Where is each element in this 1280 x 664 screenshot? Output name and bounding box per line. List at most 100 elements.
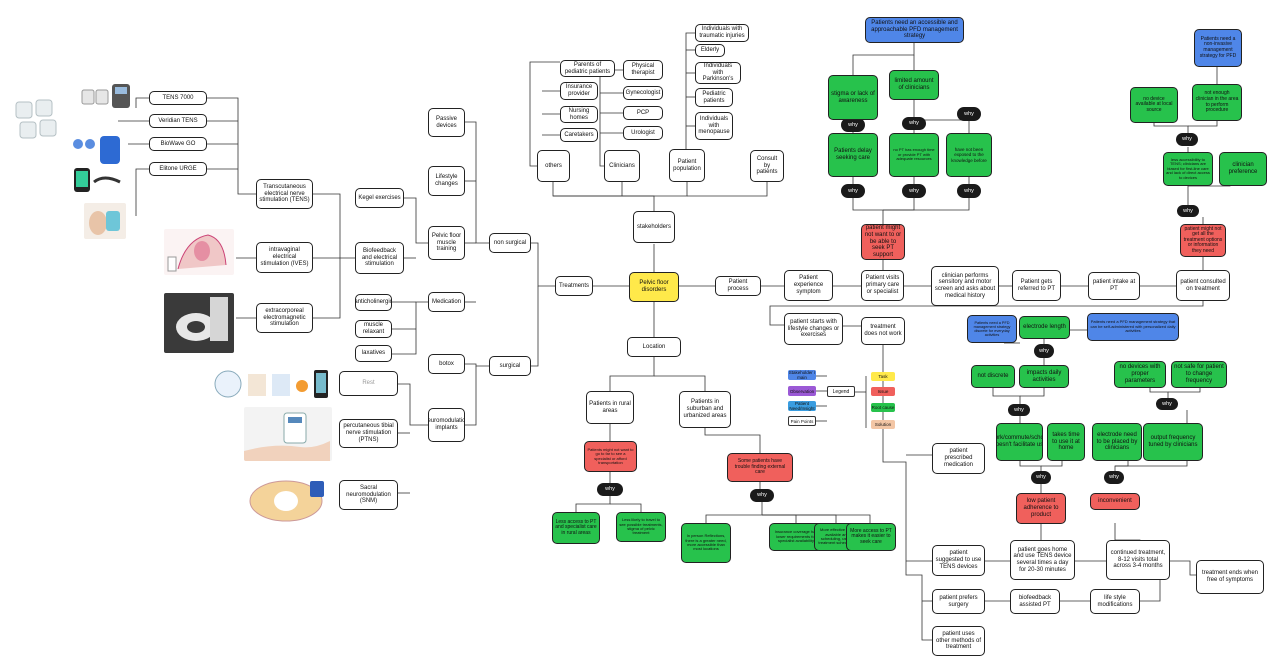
time-root-cause[interactable]: takes time to use it at home	[1047, 423, 1085, 461]
process-lifemod[interactable]: life style modifications	[1090, 589, 1140, 614]
process-home-tens[interactable]: patient goes home and use TENS device se…	[1010, 540, 1075, 580]
ptns-node[interactable]: percutaneous tibial nerve stimulation (P…	[339, 419, 398, 448]
clinician-item[interactable]: Physical therapist	[623, 60, 663, 80]
clinician-item[interactable]: Gynecologist	[623, 86, 663, 100]
suburban-root-cause[interactable]: In person Reflections, there is a greate…	[681, 523, 731, 563]
notexposed-root-cause[interactable]: have not been exposed to the knowledge b…	[946, 133, 992, 177]
suburban-issue[interactable]: Some patients have trouble finding exter…	[727, 453, 793, 482]
clinician-item[interactable]: Urologist	[623, 126, 663, 140]
location-suburban[interactable]: Patients in suburban and urbanized areas	[679, 391, 731, 428]
low-adherence-issue[interactable]: low patient adherence to product	[1016, 493, 1066, 524]
why-badge: why	[1034, 344, 1054, 358]
need-accessible[interactable]: Patients need an accessible and approach…	[865, 17, 964, 43]
process-notwork[interactable]: treatment does not work	[861, 317, 905, 345]
delay-root-cause[interactable]: Patients delay seeking care	[828, 133, 878, 177]
pt-support-issue[interactable]: patient might not want to or be able to …	[861, 224, 905, 260]
location-node[interactable]: Location	[627, 337, 681, 357]
process-prescribed[interactable]: patient prescribed medication	[932, 443, 985, 474]
stakeholder-population[interactable]: Patient population	[669, 149, 705, 182]
surgical-node[interactable]: surgical	[489, 356, 531, 376]
inconvenient-issue[interactable]: inconvenient	[1090, 493, 1140, 510]
population-item[interactable]: Individuals with traumatic injuries	[695, 24, 749, 42]
process-continued[interactable]: continued treatment, 8-12 visits total a…	[1106, 540, 1170, 580]
rural-root-cause[interactable]: Less access to PT and specialist care in…	[552, 512, 600, 544]
ives-node[interactable]: intravaginal electrical stimulation (IVE…	[256, 242, 313, 273]
suburban-root-cause[interactable]: More access to PT makes it easier to see…	[846, 523, 896, 551]
tens-node[interactable]: Transcutaneous electrical nerve stimulat…	[256, 179, 313, 209]
limited-root-cause[interactable]: no PT has enough time or provide PT with…	[889, 133, 939, 177]
why-badge: why	[902, 184, 926, 198]
others-item[interactable]: Parents of pediatric patients	[560, 60, 615, 77]
electrode-length[interactable]: electrode length	[1019, 316, 1070, 339]
process-biofeedback[interactable]: biofeedback assisted PT	[1010, 589, 1060, 614]
process-screen[interactable]: clinician performs sensitory and motor s…	[931, 266, 999, 306]
no-proper-devices[interactable]: no devices with proper parameters	[1114, 361, 1166, 388]
why-badge: why	[902, 117, 926, 130]
rural-issue[interactable]: Patients might not want to go to far to …	[584, 441, 637, 472]
no-device-root[interactable]: no device available at local source	[1130, 87, 1178, 123]
treatments-node[interactable]: Treatments	[555, 276, 593, 296]
impacts-daily[interactable]: impacts daily activities	[1019, 365, 1069, 388]
process-consulted[interactable]: patient consulted on treatment	[1176, 270, 1230, 301]
biofeedback-node[interactable]: Biofeedback and electrical stimulation	[355, 242, 404, 274]
medication-node[interactable]: Medication	[428, 292, 465, 312]
process-surgery[interactable]: patient prefers surgery	[932, 589, 985, 614]
process-suggested-tens[interactable]: patient suggested to use TENS devices	[932, 545, 985, 576]
process-visit[interactable]: Patient visits primary care or specialis…	[861, 270, 904, 301]
device-veridian[interactable]: Veridian TENS	[149, 114, 207, 128]
extracorporeal-node[interactable]: extracorporeal electromagnetic stimulati…	[256, 303, 313, 333]
consult-issue[interactable]: patient might not get all the treatment …	[1180, 224, 1226, 257]
process-node[interactable]: Patient process	[715, 276, 761, 296]
kegel-node[interactable]: Kegel exercises	[355, 188, 404, 208]
relaxant-node[interactable]: muscle relaxant	[355, 320, 392, 338]
population-item[interactable]: Pediatric patients	[695, 88, 733, 107]
process-ends[interactable]: treatment ends when free of symptoms	[1196, 560, 1264, 594]
location-rural[interactable]: Patients in rural areas	[586, 391, 634, 424]
device-tens7000[interactable]: TENS 7000	[149, 91, 207, 105]
neuromod-node[interactable]: neuromodulation implants	[428, 408, 465, 442]
stakeholder-others[interactable]: others	[537, 150, 570, 182]
population-item[interactable]: Individuals with menopause	[695, 112, 733, 140]
why-badge: why	[597, 483, 623, 496]
process-experience[interactable]: Patient experience symptom	[784, 270, 833, 301]
stigma-root-cause[interactable]: stigma or lack of awareness	[828, 75, 878, 120]
process-other-methods[interactable]: patient uses other methods of treatment	[932, 626, 985, 656]
process-intake[interactable]: patient intake at PT	[1088, 272, 1140, 300]
process-referred[interactable]: Patient gets referred to PT	[1012, 270, 1061, 301]
others-item[interactable]: Insurance provider	[560, 82, 598, 100]
clinician-item[interactable]: PCP	[623, 106, 663, 120]
stakeholder-clinicians[interactable]: Clinicians	[604, 150, 640, 182]
output-root-cause[interactable]: output frequency tuned by clinicians	[1143, 423, 1203, 461]
laxatives-node[interactable]: laxatives	[355, 345, 392, 362]
need-discrete[interactable]: Patients need a PFD management strategy …	[967, 315, 1017, 343]
not-safe-change[interactable]: not safe for patient to change frequency	[1171, 361, 1227, 388]
botox-node[interactable]: botox	[428, 354, 465, 374]
pfmt-node[interactable]: Pelvic floor muscle training	[428, 226, 465, 260]
rural-root-cause[interactable]: Less likely to travel to see possible tr…	[616, 512, 666, 542]
limited-clinicians[interactable]: limited amount of clinicians	[889, 70, 939, 100]
not-enough-root[interactable]: not enough clinician in the area to perf…	[1192, 84, 1242, 121]
others-item[interactable]: Caretakers	[560, 128, 598, 142]
need-noninvasive[interactable]: Patients need a non-invasive management …	[1194, 29, 1242, 67]
population-item[interactable]: Elderly	[695, 44, 725, 57]
lifestyle-node[interactable]: Lifestyle changes	[428, 166, 465, 196]
not-discrete[interactable]: not discrete	[971, 365, 1015, 388]
need-self-administered[interactable]: Patients need a PFD management strategy …	[1087, 313, 1179, 341]
passive-devices-node[interactable]: Passive devices	[428, 108, 465, 137]
clinician-preference[interactable]: clinician preference	[1219, 152, 1267, 186]
placed-root-cause[interactable]: electrode need to be placed by clinician…	[1092, 423, 1142, 461]
anticholinergic-node[interactable]: anticholinergic	[355, 294, 392, 311]
others-item[interactable]: Nursing homes	[560, 106, 598, 123]
stakeholders-node[interactable]: stakeholders	[633, 211, 675, 243]
snm-node[interactable]: Sacral neuromodulation (SNM)	[339, 480, 398, 510]
device-biowave[interactable]: BioWave GO	[149, 137, 207, 151]
center-node[interactable]: Pelvic floor disorders	[629, 272, 679, 302]
stakeholder-consult[interactable]: Consult by patients	[750, 150, 784, 182]
nonsurgical-node[interactable]: non surgical	[489, 233, 531, 253]
consult-root-cause[interactable]: less accessibility to TENS; clinicians a…	[1163, 152, 1213, 186]
rest-node[interactable]: Rest	[339, 371, 398, 396]
population-item[interactable]: Individuals with Parkinson's	[695, 62, 741, 84]
process-lifestyle[interactable]: patient starts with lifestyle changes or…	[784, 313, 843, 345]
device-elitone[interactable]: Elitone URGE	[149, 162, 207, 176]
